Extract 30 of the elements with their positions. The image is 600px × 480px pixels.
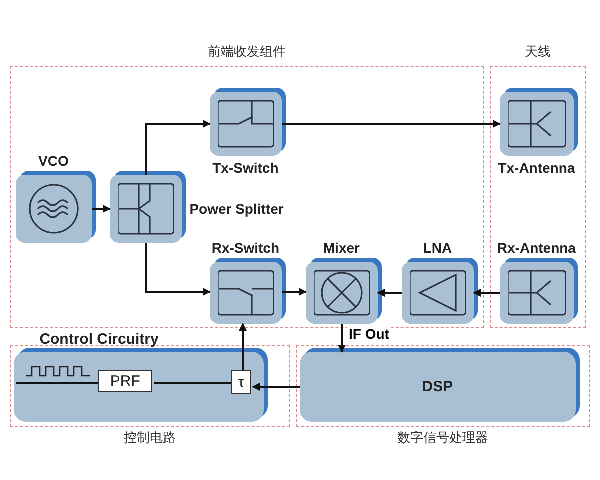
component-label: Power Splitter xyxy=(190,200,284,217)
component-label: Rx-Antenna xyxy=(497,240,576,256)
arrow xyxy=(239,323,247,372)
arrow xyxy=(92,205,111,213)
group-heading: 数字信号处理器 xyxy=(398,429,488,447)
arrow xyxy=(282,120,501,128)
component-label: Control Circuitry xyxy=(40,330,159,348)
group-heading: 天线 xyxy=(525,43,551,61)
component-label: Tx-Switch xyxy=(212,160,279,176)
arrow xyxy=(473,289,500,297)
component-label: Tx-Antenna xyxy=(498,160,576,176)
component-label: Mixer xyxy=(323,240,360,256)
arrow xyxy=(338,324,346,353)
arrow xyxy=(377,289,402,297)
arrow xyxy=(282,288,307,296)
component-label: Rx-Switch xyxy=(212,240,280,256)
arrow xyxy=(145,120,211,175)
edge-label: IF Out xyxy=(347,326,392,342)
component-label: DSP xyxy=(422,378,454,396)
signal-line xyxy=(16,382,100,384)
signal-line xyxy=(154,382,233,384)
arrow xyxy=(145,243,211,296)
component-label: LNA xyxy=(423,240,452,256)
arrow xyxy=(252,383,300,391)
panel xyxy=(300,352,576,422)
group-heading: 前端收发组件 xyxy=(208,43,286,61)
delay-box: τ xyxy=(231,370,252,394)
process-box: PRF xyxy=(98,370,152,392)
component-label: VCO xyxy=(38,152,69,169)
group-heading: 控制电路 xyxy=(124,429,176,447)
